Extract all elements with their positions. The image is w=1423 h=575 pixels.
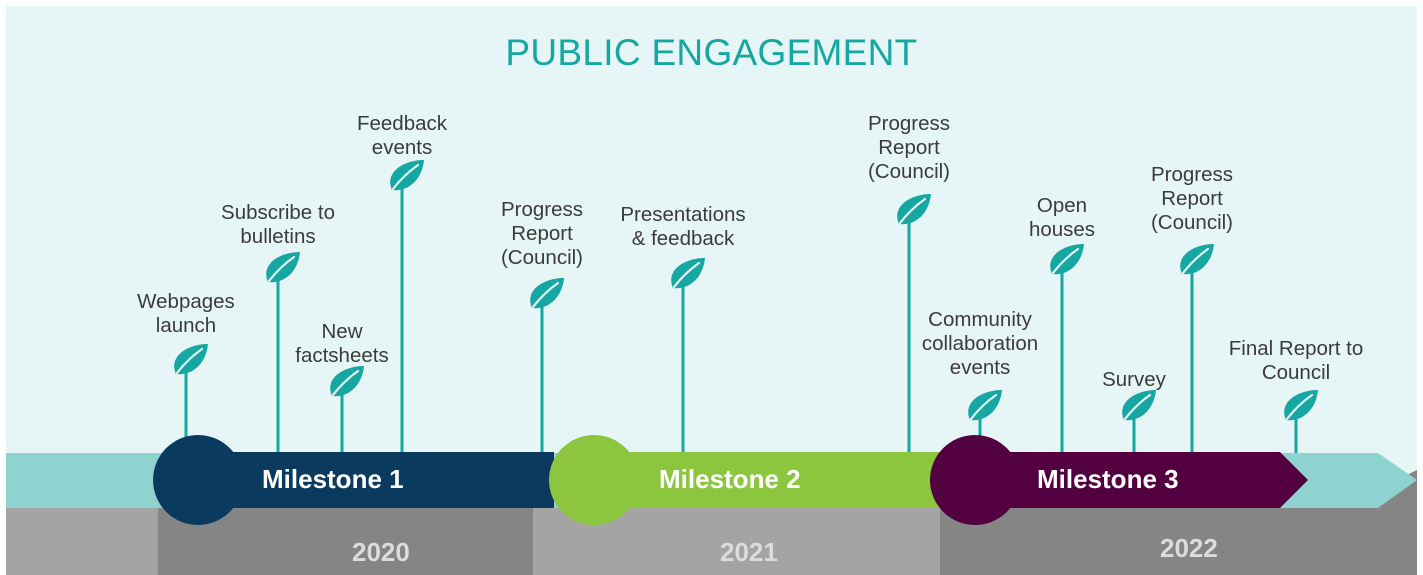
- milestone-2-label: Milestone 2: [659, 464, 801, 494]
- page-title: PUBLIC ENGAGEMENT: [505, 32, 918, 73]
- event-label: Webpages launch: [137, 290, 235, 337]
- leaf-icon: [1284, 390, 1318, 421]
- milestone-3-bar: [975, 452, 1308, 508]
- milestone-2-circle: [549, 435, 639, 525]
- leaf-icon: [530, 278, 564, 309]
- year-label-2022: 2022: [1160, 533, 1218, 563]
- year-label-2020: 2020: [352, 537, 410, 567]
- milestone-1-bar: [198, 452, 554, 508]
- leaf-icon: [266, 252, 300, 283]
- milestone-1-label: Milestone 1: [262, 464, 404, 494]
- event-label: New factsheets: [295, 320, 389, 367]
- leaf-icon: [671, 258, 705, 289]
- leaf-icon: [174, 344, 208, 375]
- leaf-icon: [968, 390, 1002, 421]
- event-stems: [184, 186, 1298, 453]
- event-label: Open houses: [1028, 194, 1096, 241]
- milestone-2-bar: [594, 452, 964, 508]
- year-band-2020: [158, 508, 533, 575]
- leaf-icon: [1122, 390, 1156, 421]
- event-label: Final Report to Council: [1228, 337, 1364, 384]
- event-label: Feedback events: [356, 112, 448, 159]
- event-label: Progress Report (Council): [867, 112, 951, 183]
- year-label-2021: 2021: [720, 537, 778, 567]
- event-leaves: [174, 160, 1318, 421]
- event-label: Community collaboration events: [921, 308, 1039, 379]
- event-label: Progress Report (Council): [500, 198, 584, 269]
- year-band-2022: [940, 470, 1417, 575]
- year-band-left-edge: [6, 508, 158, 575]
- leaf-icon: [1180, 244, 1214, 275]
- leaf-icon: [390, 160, 424, 191]
- year-band-2021: [533, 508, 940, 575]
- event-label: Subscribe to bulletins: [221, 201, 335, 248]
- event-label: Progress Report (Council): [1150, 163, 1234, 234]
- leaf-icon: [330, 366, 364, 397]
- leaf-icon: [897, 194, 931, 225]
- leaf-icon: [1050, 244, 1084, 275]
- event-label: Survey: [1102, 368, 1166, 391]
- event-label: Presentations & feedback: [620, 203, 746, 250]
- milestone-3-label: Milestone 3: [1037, 464, 1179, 494]
- milestone-3-circle: [930, 435, 1020, 525]
- milestone-1-circle: [153, 435, 243, 525]
